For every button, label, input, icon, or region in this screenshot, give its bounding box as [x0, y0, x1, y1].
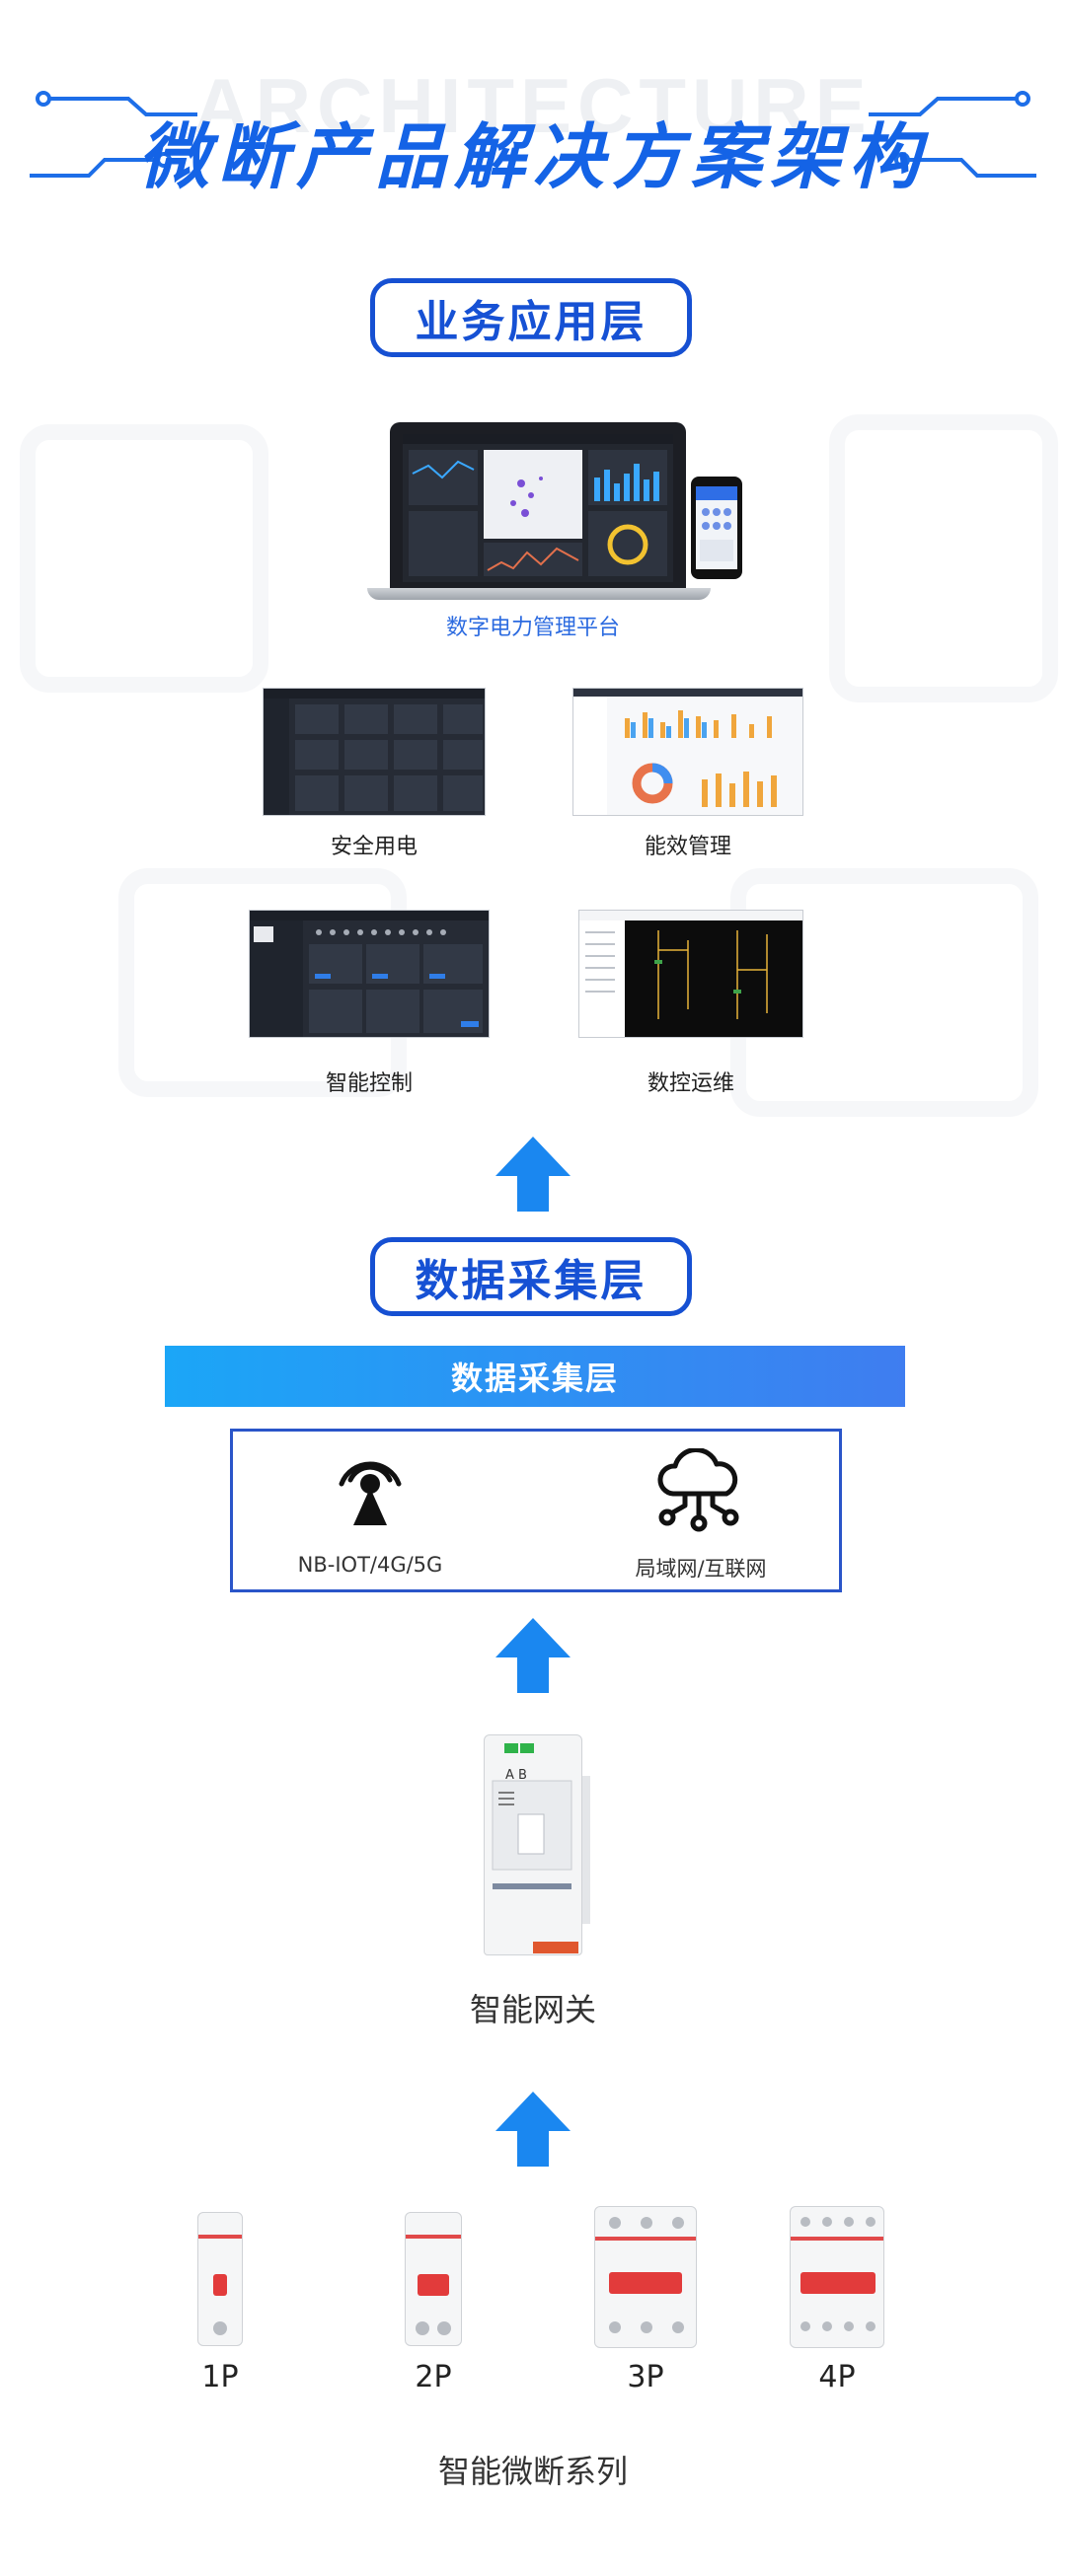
- lan-internet-label: 局域网/互联网: [582, 1553, 819, 1582]
- ops-module-label: 数控运维: [578, 1066, 803, 1097]
- up-arrow-icon: [494, 1616, 572, 1695]
- antenna-tower-icon: [336, 1448, 405, 1527]
- background-pattern: [829, 414, 1058, 702]
- gateway-foot: [533, 1942, 578, 1953]
- breaker-4p-label: 4P: [786, 2360, 888, 2394]
- control-module-label: 智能控制: [249, 1066, 490, 1097]
- breaker-series-caption: 智能微断系列: [336, 2447, 730, 2492]
- laptop-base: [367, 588, 711, 600]
- breaker-2p-image: [405, 2212, 462, 2346]
- breaker-3p-label: 3P: [594, 2360, 697, 2394]
- efficiency-module-label: 能效管理: [572, 829, 803, 860]
- breaker-1p-image: [197, 2212, 243, 2346]
- gateway-label: 智能网关: [385, 1985, 681, 2030]
- gateway-panel-marks: A B: [505, 1768, 527, 1783]
- background-pattern: [20, 424, 268, 693]
- ops-module-screenshot: [578, 910, 803, 1038]
- safety-module-screenshot: [263, 688, 486, 816]
- data-layer-banner-text: 数据采集层: [451, 1354, 619, 1399]
- phone-screen: [696, 486, 737, 569]
- efficiency-module-screenshot: [572, 688, 803, 816]
- up-arrow-icon: [494, 2090, 572, 2169]
- breaker-3p-image: [594, 2206, 697, 2348]
- data-layer-banner: 数据采集层: [165, 1346, 905, 1407]
- app-layer-label: 业务应用层: [370, 278, 692, 357]
- data-layer-label: 数据采集层: [370, 1237, 692, 1316]
- breaker-2p-label: 2P: [381, 2360, 486, 2394]
- breaker-1p-label: 1P: [168, 2360, 272, 2394]
- dashboard-screen: [403, 434, 673, 582]
- app-layer-text: 业务应用层: [416, 286, 647, 349]
- page-title: 微断产品解决方案架构: [0, 99, 1066, 202]
- data-layer-text: 数据采集层: [416, 1245, 647, 1308]
- control-module-screenshot: [249, 910, 490, 1038]
- platform-caption: 数字电力管理平台: [336, 610, 730, 641]
- up-arrow-icon: [494, 1135, 572, 1214]
- nb-iot-label: NB-IOT/4G/5G: [252, 1553, 489, 1577]
- breaker-4p-image: [790, 2206, 884, 2348]
- cloud-network-icon: [651, 1448, 746, 1537]
- gateway-device-image: [484, 1734, 582, 1955]
- safety-module-label: 安全用电: [263, 829, 486, 860]
